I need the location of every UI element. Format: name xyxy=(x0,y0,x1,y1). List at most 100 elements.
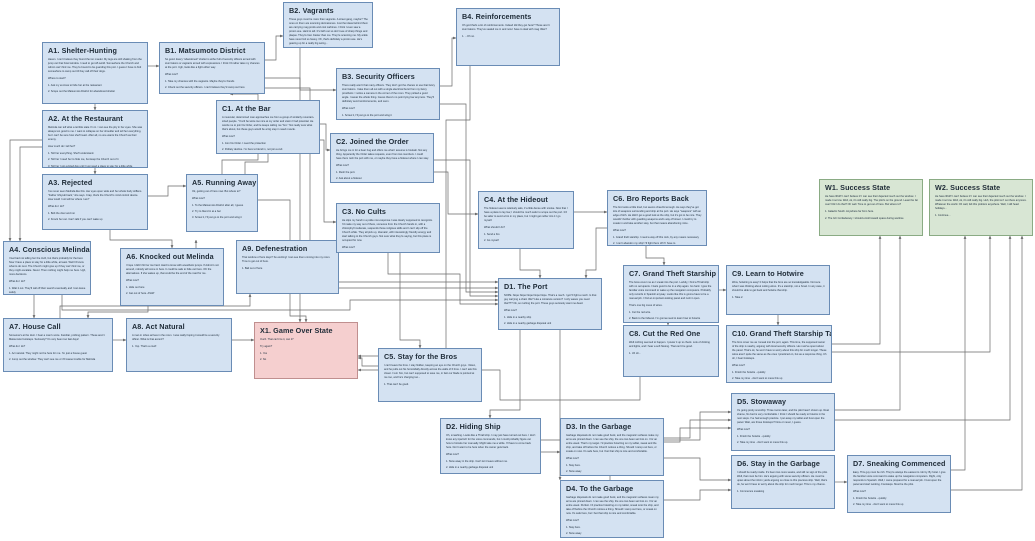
node-choice[interactable]: 2. Stow away xyxy=(566,470,582,474)
node-choice[interactable]: 1. Stay here. xyxy=(566,525,581,529)
node-c10[interactable]: C10. Grand Theft Starship Take 2The bros… xyxy=(726,325,832,383)
node-choice[interactable]: 1. Wait it out. They'll call off their s… xyxy=(9,286,86,294)
node-choice[interactable]: 1. Join his Order. I need the protection xyxy=(222,141,266,145)
node-choice[interactable]: 2. Hide in a nearby garbage disposal uni… xyxy=(504,322,552,326)
node-choice[interactable]: 2. Go myself xyxy=(484,239,499,243)
node-choice[interactable]: 3. Tell her I got evicted day until I ju… xyxy=(48,164,133,168)
node-choice[interactable]: 1. Act natural. They might not be here f… xyxy=(9,351,87,355)
node-body-text: Easy. This guy must be rich. They're alw… xyxy=(853,471,946,487)
node-choice[interactable]: 1. Ask my ex-boss to hide her at the res… xyxy=(48,83,102,87)
node-choice[interactable]: 2. Take my time - don't want to mess thi… xyxy=(732,377,783,381)
node-body-text: So good. Every "abandoned" shelter is ei… xyxy=(165,58,260,70)
node-choice[interactable]: 2. Check out the security officers. I ca… xyxy=(165,86,245,90)
node-choice[interactable]: 1. To the Matsumoto District after all, … xyxy=(192,203,244,207)
node-choice[interactable]: 1. Yes xyxy=(260,351,268,355)
node-prompt: What now? xyxy=(613,229,626,233)
node-choice[interactable]: 1. Send a bro xyxy=(484,232,500,236)
node-choice[interactable]: 2. Take my time - don't want to mess thi… xyxy=(853,503,904,507)
node-choice[interactable]: 1. Cut the red wire. xyxy=(629,310,651,314)
node-choice[interactable]: 3. Screw it, I'll just go to the port an… xyxy=(165,92,215,94)
node-choice[interactable]: 1. Yep. That's a cowl! xyxy=(132,345,157,349)
node-choice[interactable]: 1. Take 2. xyxy=(732,296,744,300)
node-title: D5. Stowaway xyxy=(737,397,787,406)
node-choice[interactable]: 2. Ask about a hideout xyxy=(336,177,362,181)
node-choice[interactable]: 1. Continue... xyxy=(935,214,951,218)
node-choice[interactable]: 2. Try to blend in at a bar xyxy=(192,210,221,214)
node-prompt: What now? xyxy=(566,519,579,523)
node-choice[interactable]: 1. Commence sneaking xyxy=(737,490,765,494)
node-choice[interactable]: 1. Stow away in the ship. Can't let it l… xyxy=(446,459,508,463)
node-choice[interactable]: 2. Get out of here. ASAP xyxy=(126,292,155,296)
node-choice[interactable]: 2. The GC Confederacy. I should enroll t… xyxy=(825,216,904,220)
node-choice[interactable]: 2. Back to the hideout. I'm gonna need t… xyxy=(629,317,701,321)
edge-C5-to-X1 xyxy=(358,356,378,367)
node-choice[interactable]: 2. Jump out the window. They can't see m… xyxy=(9,358,96,362)
node-prompt: What now? xyxy=(853,490,866,494)
node-choice[interactable]: 1. Tell her everything. She'll understan… xyxy=(48,151,95,155)
node-choice[interactable]: 1. Rush the port. xyxy=(336,170,356,174)
node-choice[interactable]: 2. Politely decline. I'm here to blend i… xyxy=(222,148,283,152)
node-choice[interactable]: 2. Stow away xyxy=(566,532,582,536)
node-choice[interactable]: 1. Finish the hotwire - quickly xyxy=(732,370,766,374)
node-title: A3. Rejected xyxy=(48,178,93,187)
node-choice[interactable]: 3. Screw it, I'll just go to the port an… xyxy=(192,216,242,220)
node-choice[interactable]: 1. Screw it, I'll just go to the port an… xyxy=(342,113,392,117)
node-choice[interactable]: 2. Take my time - don't want to mess thi… xyxy=(737,441,789,445)
node-choice[interactable]: 1. Galactic South. Anywhere far from her… xyxy=(825,210,874,214)
node-choice[interactable]: 1. ...Oh no. xyxy=(462,35,475,39)
node-choice[interactable]: 2. No xyxy=(260,358,267,362)
node-body-text: I've never seen Melinda like this. Her e… xyxy=(48,190,143,202)
node-choice[interactable]: 1. Bolt the door and run xyxy=(48,211,76,215)
node-choice[interactable]: 2. Hide in a nearby garbage disposal uni… xyxy=(446,466,494,470)
node-body-text: A man in robes arrives in the room. I wa… xyxy=(132,334,220,342)
node-choice[interactable]: 1. Finish the hotwire - quickly xyxy=(853,496,887,500)
node-choice[interactable]: 2. Tell her I need her to hide me, but k… xyxy=(48,158,119,162)
edge-A2-to-A4b xyxy=(18,146,42,241)
node-choice[interactable]: 1. Uh oh... xyxy=(629,352,641,356)
node-choice[interactable]: 1. Take my chances with the vagrants. Ma… xyxy=(165,79,235,83)
node-choice[interactable]: 1. Bail out of here xyxy=(242,267,263,271)
node-title: C2. Joined the Order xyxy=(336,137,409,146)
node-choice[interactable]: 1. Finish the hotwire - quickly xyxy=(737,434,771,438)
node-choice[interactable]: 2. Scope out the Matsumoto District for … xyxy=(48,90,116,94)
node-choice[interactable]: 2. I can't abandon my ship! I'll fight t… xyxy=(613,242,676,246)
node-choice[interactable]: 1. Hide out here xyxy=(126,285,145,289)
node-choice[interactable]: 2. Knock her out. Can't talk if you can'… xyxy=(48,218,103,222)
node-choice[interactable]: 1. Stay here. xyxy=(566,463,581,467)
node-choice[interactable]: 1. Grand theft starship. I need a way of… xyxy=(613,235,699,239)
node-choice[interactable]: 1. Hide in a nearby ship xyxy=(504,315,532,319)
node-choice[interactable]: 1. That can't be good. xyxy=(384,383,409,387)
